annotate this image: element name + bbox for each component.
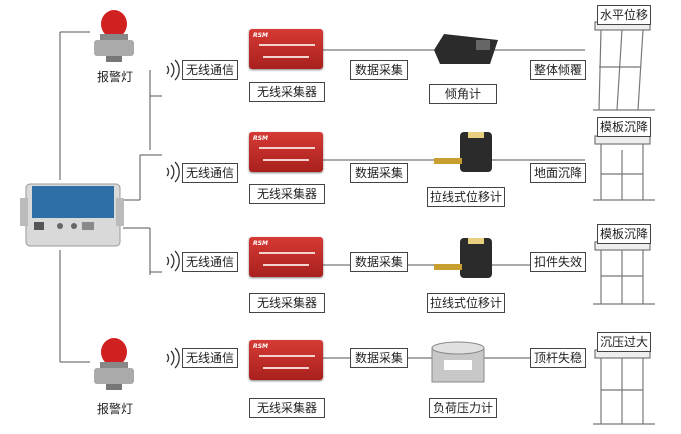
sensor-label: 负荷压力计 — [429, 398, 497, 418]
structure-label: 模板沉降 — [597, 117, 651, 137]
inclinometer-icon — [434, 34, 498, 64]
effect-label: 整体倾覆 — [530, 60, 586, 80]
alarm-lamp-top — [92, 8, 136, 68]
effect-label: 扣件失效 — [530, 252, 586, 272]
data-collection-tag: 数据采集 — [350, 348, 408, 368]
wireless-tag: 无线通信 — [182, 60, 238, 80]
draw-wire-icon — [434, 238, 492, 278]
collector-label: 无线采集器 — [249, 82, 325, 102]
wireless-collector: RSM — [249, 29, 323, 69]
wireless-tag: 无线通信 — [182, 163, 238, 183]
sensor-label: 拉线式位移计 — [427, 187, 505, 207]
draw-wire-sensor — [430, 130, 498, 180]
structure-label: 沉压过大 — [597, 332, 651, 352]
alarm-lamp-label-top: 报警灯 — [96, 70, 133, 84]
hub-device — [20, 178, 124, 254]
load-cell-sensor — [428, 340, 488, 390]
alarm-lamp-bottom — [92, 336, 136, 396]
alarm-lamp-label-bottom: 报警灯 — [96, 402, 133, 416]
wireless-tag: 无线通信 — [182, 348, 238, 368]
wireless-tag: 无线通信 — [182, 252, 238, 272]
effect-label: 地面沉降 — [530, 163, 586, 183]
data-collection-tag: 数据采集 — [350, 252, 408, 272]
collector-label: 无线采集器 — [249, 293, 325, 313]
collector-label: 无线采集器 — [249, 184, 325, 204]
load-cell-icon — [431, 341, 485, 383]
collector-label: 无线采集器 — [249, 398, 325, 418]
wireless-collector: RSM — [249, 132, 323, 172]
structure-label: 模板沉降 — [597, 224, 651, 244]
effect-label: 顶杆失稳 — [530, 348, 586, 368]
data-collection-tag: 数据采集 — [350, 163, 408, 183]
draw-wire-sensor — [430, 236, 498, 286]
draw-wire-icon — [434, 132, 492, 172]
data-collection-tag: 数据采集 — [350, 60, 408, 80]
hub-box-icon — [20, 183, 124, 247]
inclinometer-sensor — [432, 30, 500, 74]
wireless-collector: RSM — [249, 237, 323, 277]
sensor-label: 拉线式位移计 — [427, 293, 505, 313]
structure-label: 水平位移 — [597, 5, 651, 25]
alarm-lamp-icon — [94, 338, 134, 390]
alarm-lamp-icon — [94, 10, 134, 62]
wireless-collector: RSM — [249, 340, 323, 380]
sensor-label: 倾角计 — [429, 84, 497, 104]
